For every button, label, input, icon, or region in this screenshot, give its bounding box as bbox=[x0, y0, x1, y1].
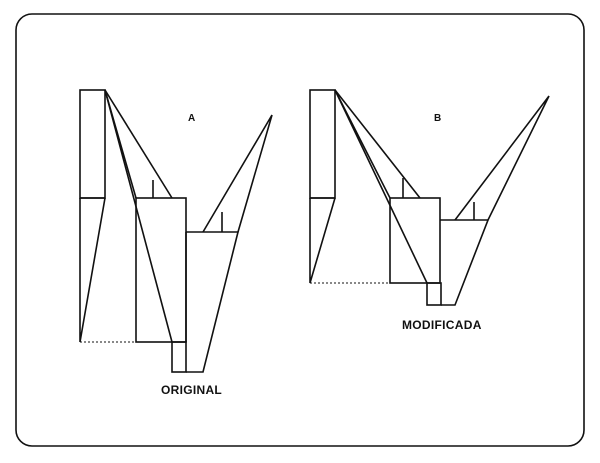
figure-a-support-line-1 bbox=[104, 89, 173, 199]
outer-border bbox=[15, 13, 585, 447]
figure-b-support-line-3 bbox=[334, 89, 428, 284]
figure-b-right-funnel bbox=[440, 219, 490, 306]
figure-a-original bbox=[79, 89, 273, 373]
figure-a-right-funnel bbox=[186, 231, 240, 373]
figure-a-label: A bbox=[188, 113, 196, 124]
figure-b-bottom-column bbox=[426, 282, 442, 306]
figure-b-modificada bbox=[309, 89, 550, 306]
figure-b-left-funnel bbox=[309, 197, 336, 284]
figure-a-bottom-column bbox=[171, 341, 187, 373]
figure-b-left-column bbox=[309, 89, 336, 199]
modificada-caption: MODIFICADA bbox=[402, 318, 482, 332]
figure-a-middle-box bbox=[135, 197, 187, 343]
figure-b-right-triangle bbox=[454, 95, 550, 221]
figure-b-support-line-1 bbox=[334, 89, 421, 199]
figure-a-left-column bbox=[79, 89, 106, 199]
figure-b-label: B bbox=[434, 113, 442, 124]
original-caption: ORIGINAL bbox=[161, 383, 223, 397]
figure-a-right-triangle bbox=[202, 114, 273, 233]
figure-b-middle-box bbox=[389, 197, 441, 284]
figure-a-support-line-3 bbox=[104, 89, 173, 343]
figure-a-left-funnel bbox=[79, 197, 106, 343]
